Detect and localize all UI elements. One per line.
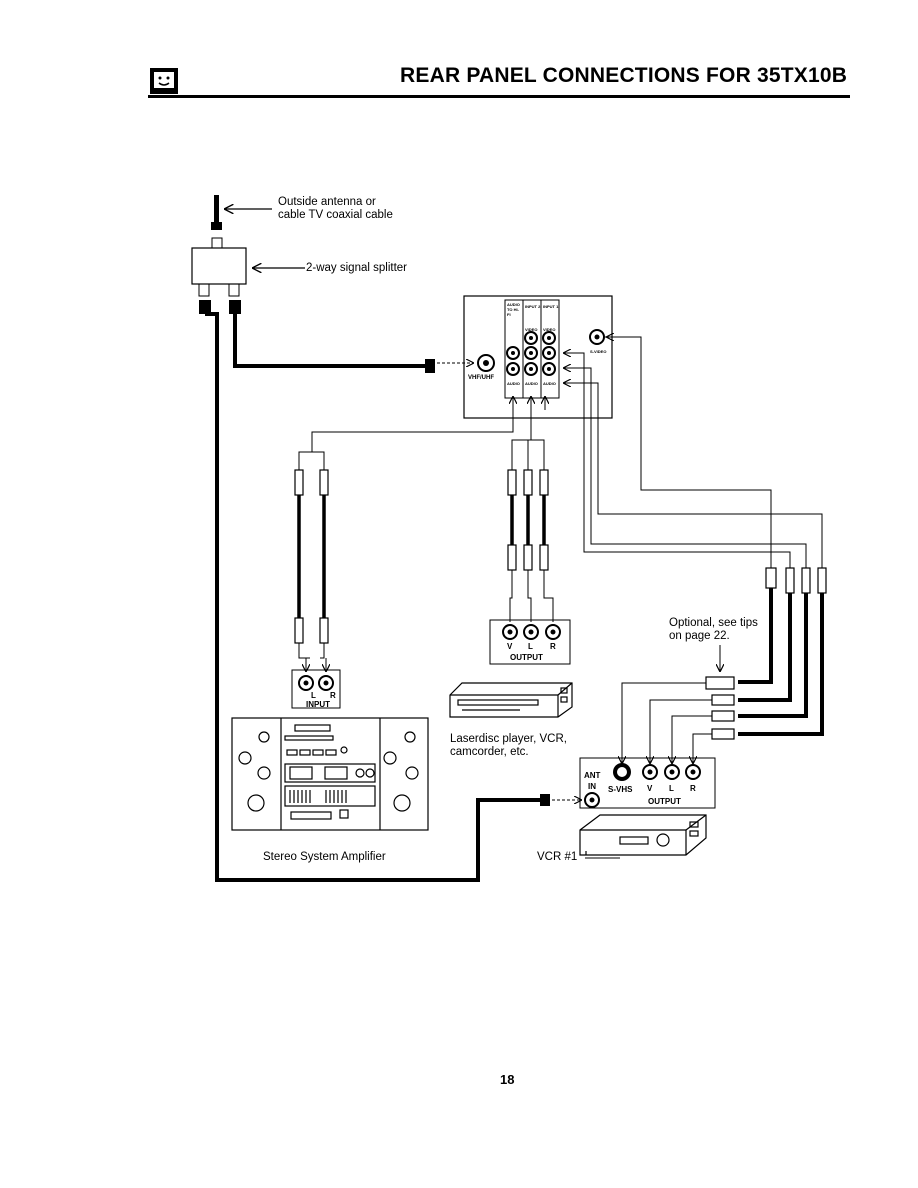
vcr-r-label: R xyxy=(690,784,696,793)
vcr-svhs-label: S-VHS xyxy=(608,785,633,794)
amp-r-label: R xyxy=(330,691,336,700)
laserdisc-player xyxy=(449,682,573,718)
tv-audio-label-2: AUDIO xyxy=(525,381,538,386)
laserdisc-v-label: V xyxy=(507,642,513,651)
tv-audio-label-3: AUDIO xyxy=(543,381,556,386)
vcr-v-label: V xyxy=(647,784,653,793)
tv-audio-hifi-label: AUDIO TO HI-FI xyxy=(507,302,520,317)
tv-video-label-2: VIDEO xyxy=(543,327,556,332)
optional-label: Optional, see tips on page 22. xyxy=(669,617,758,642)
laserdisc-l-label: L xyxy=(528,642,533,651)
stereo-label: Stereo System Amplifier xyxy=(263,851,386,863)
vcr-l-label: L xyxy=(669,784,674,793)
tv-face-icon xyxy=(150,68,178,94)
tv-svideo-label: S-VIDEO xyxy=(590,349,607,354)
tv-input1-label: INPUT 1 xyxy=(543,304,559,309)
coax-to-tv xyxy=(233,314,425,368)
tv-vhf-label: VHF/UHF xyxy=(468,375,494,381)
amp-input-panel xyxy=(291,658,341,709)
amp-rca-cables xyxy=(294,469,329,659)
tv-input2-label: INPUT 2 xyxy=(525,304,541,309)
vcr-to-tv-wires xyxy=(563,337,823,568)
vcr-ant-label: ANT xyxy=(584,771,601,780)
laserdisc-output-label: OUTPUT xyxy=(510,653,543,662)
vcr-output-panel xyxy=(579,752,716,809)
amp-l-label: L xyxy=(311,691,316,700)
tv-video-label-1: VIDEO xyxy=(525,327,538,332)
tv-audio-out-wires xyxy=(298,396,513,470)
stereo-amplifier xyxy=(231,717,429,831)
amp-input-label: INPUT xyxy=(306,700,330,709)
vcr-output-label: OUTPUT xyxy=(648,797,681,806)
vcr-device xyxy=(579,814,707,856)
antenna-cable xyxy=(211,195,272,230)
vcr-in-label: IN xyxy=(588,782,596,791)
header-rule xyxy=(148,95,850,98)
laserdisc-r-label: R xyxy=(550,642,556,651)
page-title: REAR PANEL CONNECTIONS FOR 35TX10B xyxy=(400,64,848,87)
laserdisc-to-tv-wires xyxy=(509,396,554,622)
vcr-cables xyxy=(621,567,827,752)
page-number: 18 xyxy=(500,1072,515,1087)
laserdisc-output-panel xyxy=(489,619,571,665)
laserdisc-label: Laserdisc player, VCR, camcorder, etc. xyxy=(450,733,567,758)
antenna-label: Outside antenna or cable TV coaxial cabl… xyxy=(278,196,393,221)
splitter-label: 2-way signal splitter xyxy=(306,262,407,274)
laserdisc-rca-cables xyxy=(507,469,549,571)
signal-splitter xyxy=(191,237,305,297)
vcr1-label: VCR #1 xyxy=(537,851,578,863)
tv-rear-panel xyxy=(463,295,613,419)
tv-audio-label-1: AUDIO xyxy=(507,381,520,386)
coax-to-vcr xyxy=(203,300,540,882)
